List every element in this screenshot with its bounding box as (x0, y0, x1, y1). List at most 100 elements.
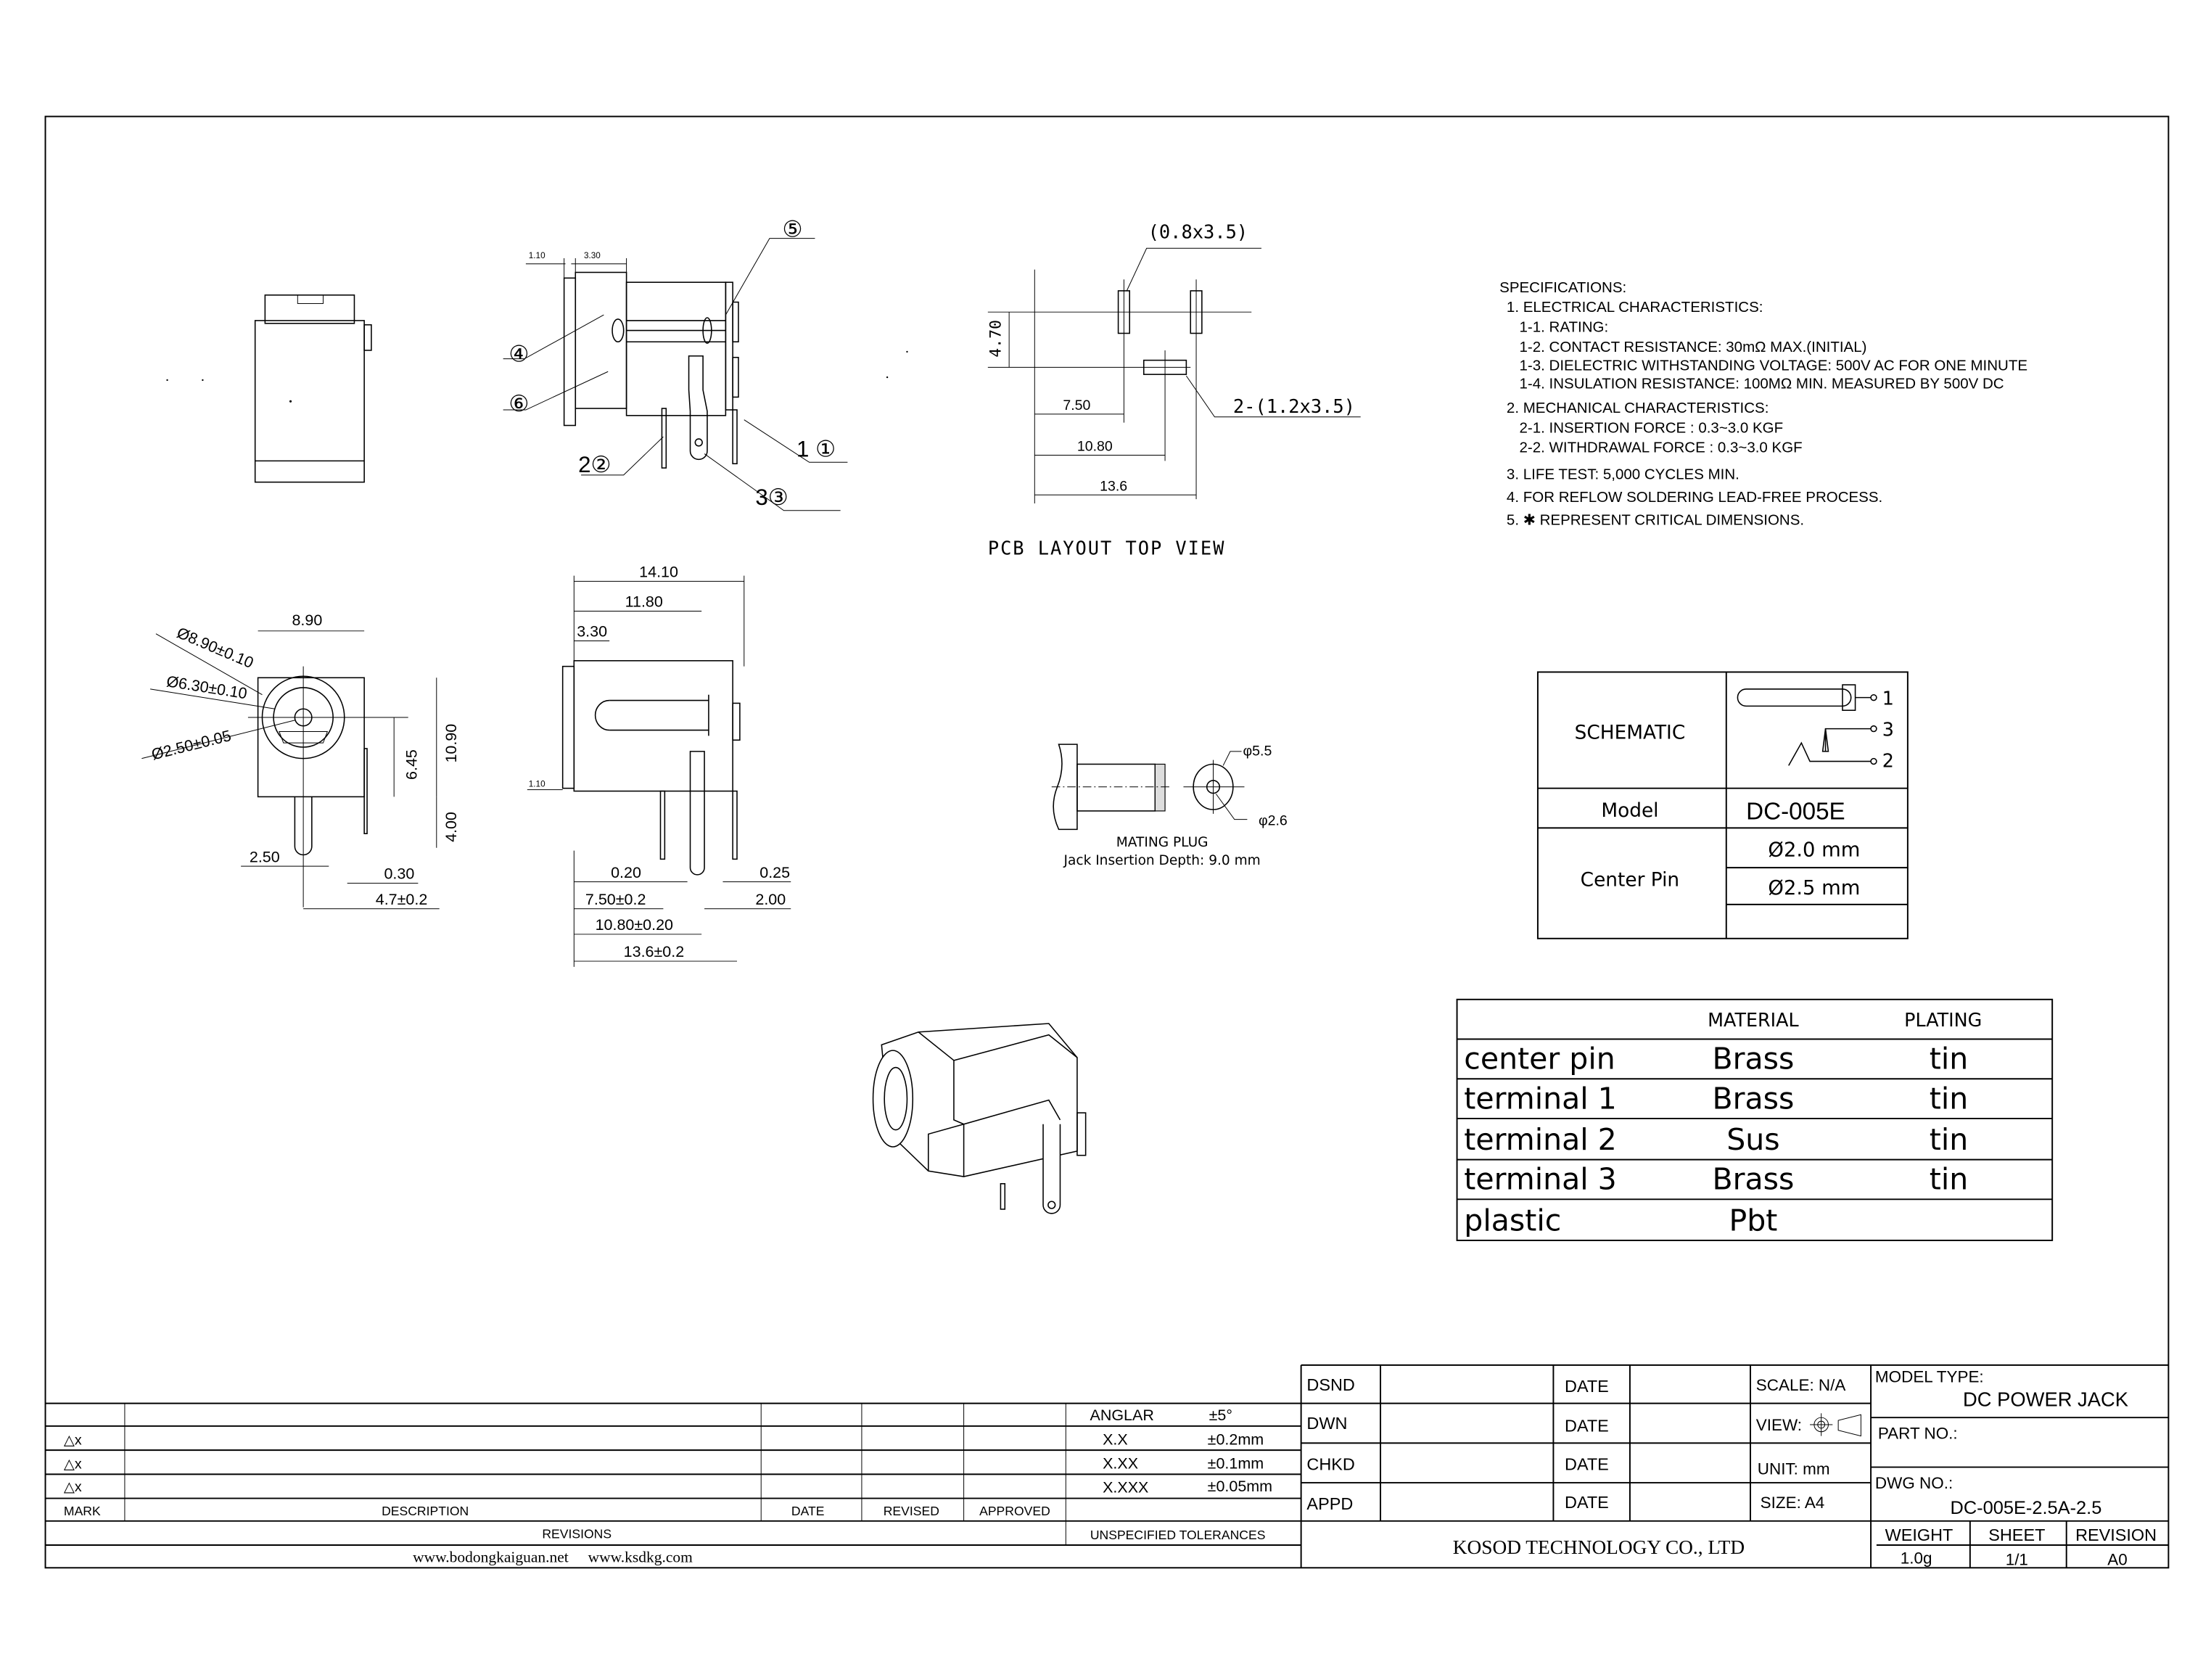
svg-text:CHKD: CHKD (1306, 1454, 1354, 1473)
svg-text:PART NO.:: PART NO.: (1878, 1424, 1958, 1442)
spec-line: 1-2. CONTACT RESISTANCE: 30mΩ MAX.(INITI… (1520, 339, 1867, 355)
svg-text:0.20: 0.20 (611, 864, 641, 881)
spec-line: 1. ELECTRICAL CHARACTERISTICS: (1507, 299, 1763, 316)
svg-text:±0.05mm: ±0.05mm (1208, 1478, 1272, 1495)
pcb-layout-caption: PCB LAYOUT TOP VIEW (988, 537, 1226, 559)
svg-text:7.50: 7.50 (1063, 398, 1090, 413)
material-cell: tin (1930, 1162, 1968, 1197)
svg-text:14.10: 14.10 (639, 564, 678, 581)
svg-text:UNIT: mm: UNIT: mm (1758, 1459, 1830, 1478)
svg-text:±0.2mm: ±0.2mm (1208, 1430, 1264, 1448)
svg-text:DC-005E: DC-005E (1746, 799, 1845, 825)
svg-text:3.30: 3.30 (584, 251, 601, 260)
svg-text:REVISIONS: REVISIONS (542, 1526, 612, 1541)
material-cell: Brass (1712, 1162, 1794, 1197)
svg-text:DSND: DSND (1306, 1375, 1354, 1394)
pad-rect (1190, 290, 1203, 334)
revisions-table: △x △x △x MARK DESCRIPTION DATE REVISED A… (45, 1364, 1302, 1568)
svg-text:±0.1mm: ±0.1mm (1208, 1455, 1264, 1473)
front-view-dimensioned: 8.90 Ø8.90±0.10 Ø6.30±0.10 Ø2.50±0.05 10… (141, 612, 460, 910)
svg-text:4.00: 4.00 (442, 812, 460, 842)
svg-text:WEIGHT: WEIGHT (1885, 1525, 1953, 1544)
svg-text:13.6±0.2: 13.6±0.2 (624, 943, 684, 960)
front-view-top (166, 294, 372, 483)
svg-text:6.45: 6.45 (403, 749, 420, 780)
svg-text:4.70: 4.70 (987, 320, 1005, 358)
svg-text:SCALE: N/A: SCALE: N/A (1756, 1376, 1846, 1394)
pcb-layout-view: 4.70 (0.8x3.5) 2-(1.2x3.5) 7.50 10.80 13… (886, 221, 1361, 559)
svg-text:DATE: DATE (791, 1504, 825, 1518)
svg-text:X.XXX: X.XXX (1103, 1479, 1148, 1496)
material-cell: terminal 1 (1464, 1081, 1616, 1116)
svg-text:SPECIFICATIONS:: SPECIFICATIONS: (1499, 279, 1626, 296)
spec-line: 1-4. INSULATION RESISTANCE: 100MΩ MIN. M… (1520, 376, 2004, 392)
svg-text:3.30: 3.30 (577, 623, 607, 641)
spec-line: 4. FOR REFLOW SOLDERING LEAD-FREE PROCES… (1507, 489, 1882, 506)
svg-text:MATERIAL: MATERIAL (1708, 1009, 1799, 1031)
svg-text:0.25: 0.25 (759, 864, 790, 881)
svg-text:1: 1 (1882, 687, 1894, 709)
svg-text:Jack Insertion Depth: 9.0 mm: Jack Insertion Depth: 9.0 mm (1063, 853, 1261, 868)
website-links: www.bodongkaiguan.net www.ksdkg.com (413, 1548, 693, 1565)
svg-text:REVISION: REVISION (2075, 1525, 2157, 1544)
spec-line: 1-1. RATING: (1520, 319, 1609, 336)
svg-text:VIEW:: VIEW: (1756, 1416, 1802, 1434)
drawing-number: DC-005E-2.5A-2.5 (1950, 1498, 2101, 1518)
svg-text:X.X: X.X (1103, 1430, 1128, 1448)
svg-text:φ5.5: φ5.5 (1243, 744, 1272, 759)
pad-rect (1117, 290, 1130, 334)
svg-text:1.10: 1.10 (529, 251, 545, 260)
jack-schematic-symbol-icon (1737, 684, 1877, 766)
svg-text:Center Pin: Center Pin (1581, 870, 1679, 892)
spec-line: 2. MECHANICAL CHARACTERISTICS: (1507, 400, 1769, 416)
svg-text:MODEL TYPE:: MODEL TYPE: (1875, 1367, 1984, 1385)
svg-text:△x: △x (64, 1479, 82, 1495)
svg-text:ANGLAR: ANGLAR (1090, 1407, 1154, 1424)
balloon-1: 1 ① (796, 436, 836, 461)
material-cell: tin (1930, 1042, 1968, 1076)
svg-text:11.80: 11.80 (625, 593, 663, 611)
svg-text:A0: A0 (2107, 1550, 2127, 1568)
svg-text:Ø8.90±0.10: Ø8.90±0.10 (174, 624, 256, 672)
sheet-border (44, 115, 2170, 1569)
title-block: DSND DWN CHKD APPD DATE DATE DATE DATE S… (1301, 1364, 2169, 1568)
company-name: KOSOD TECHNOLOGY CO., LTD (1453, 1536, 1745, 1558)
specifications-block: SPECIFICATIONS: 1. ELECTRICAL CHARACTERI… (1499, 279, 2027, 528)
svg-text:2-(1.2x3.5): 2-(1.2x3.5) (1233, 395, 1355, 417)
material-cell: center pin (1464, 1042, 1615, 1076)
schematic-table: SCHEMATIC 1 3 2 Model DC-005E Center Pin… (1536, 671, 1909, 939)
svg-text:SCHEMATIC: SCHEMATIC (1575, 722, 1686, 744)
svg-text:DESCRIPTION: DESCRIPTION (382, 1504, 469, 1518)
balloon-6: ⑥ (509, 391, 529, 416)
svg-text:3: 3 (1882, 718, 1894, 740)
svg-text:(0.8x3.5): (0.8x3.5) (1148, 221, 1248, 243)
balloon-2: 2② (578, 452, 611, 477)
spec-line: 5. ✱ REPRESENT CRITICAL DIMENSIONS. (1507, 511, 1804, 528)
svg-text:10.80±0.20: 10.80±0.20 (596, 916, 673, 934)
material-cell: Sus (1726, 1122, 1779, 1157)
pad-rect (1142, 359, 1187, 375)
svg-text:Ø2.0 mm: Ø2.0 mm (1768, 839, 1860, 861)
svg-text:10.80: 10.80 (1077, 439, 1113, 455)
svg-text:DATE: DATE (1565, 1493, 1609, 1512)
svg-text:10.90: 10.90 (442, 724, 460, 763)
material-cell: terminal 3 (1464, 1162, 1616, 1197)
svg-text:MARK: MARK (64, 1504, 101, 1518)
svg-text:DWG NO.:: DWG NO.: (1875, 1474, 1953, 1492)
balloon-4: ④ (509, 342, 529, 367)
svg-text:Ø2.5 mm: Ø2.5 mm (1768, 877, 1860, 899)
material-cell: Pbt (1729, 1203, 1777, 1238)
material-cell: Brass (1712, 1042, 1794, 1076)
jack-3d-render-icon (872, 1023, 1087, 1214)
spec-line: 1-3. DIELECTRIC WITHSTANDING VOLTAGE: 50… (1520, 357, 2028, 374)
spec-line: 2-1. INSERTION FORCE : 0.3~3.0 KGF (1520, 419, 1784, 436)
svg-text:REVISED: REVISED (884, 1504, 939, 1518)
svg-text:φ2.6: φ2.6 (1259, 812, 1288, 828)
svg-text:SIZE: A4: SIZE: A4 (1761, 1494, 1825, 1512)
svg-text:DATE: DATE (1565, 1377, 1609, 1396)
svg-text:Model: Model (1601, 800, 1658, 822)
side-view-top: 1.10 3.30 ⑤ ④ ⑥ 1 ① 2② 3③ (503, 217, 848, 511)
svg-text:APPROVED: APPROVED (979, 1504, 1050, 1518)
